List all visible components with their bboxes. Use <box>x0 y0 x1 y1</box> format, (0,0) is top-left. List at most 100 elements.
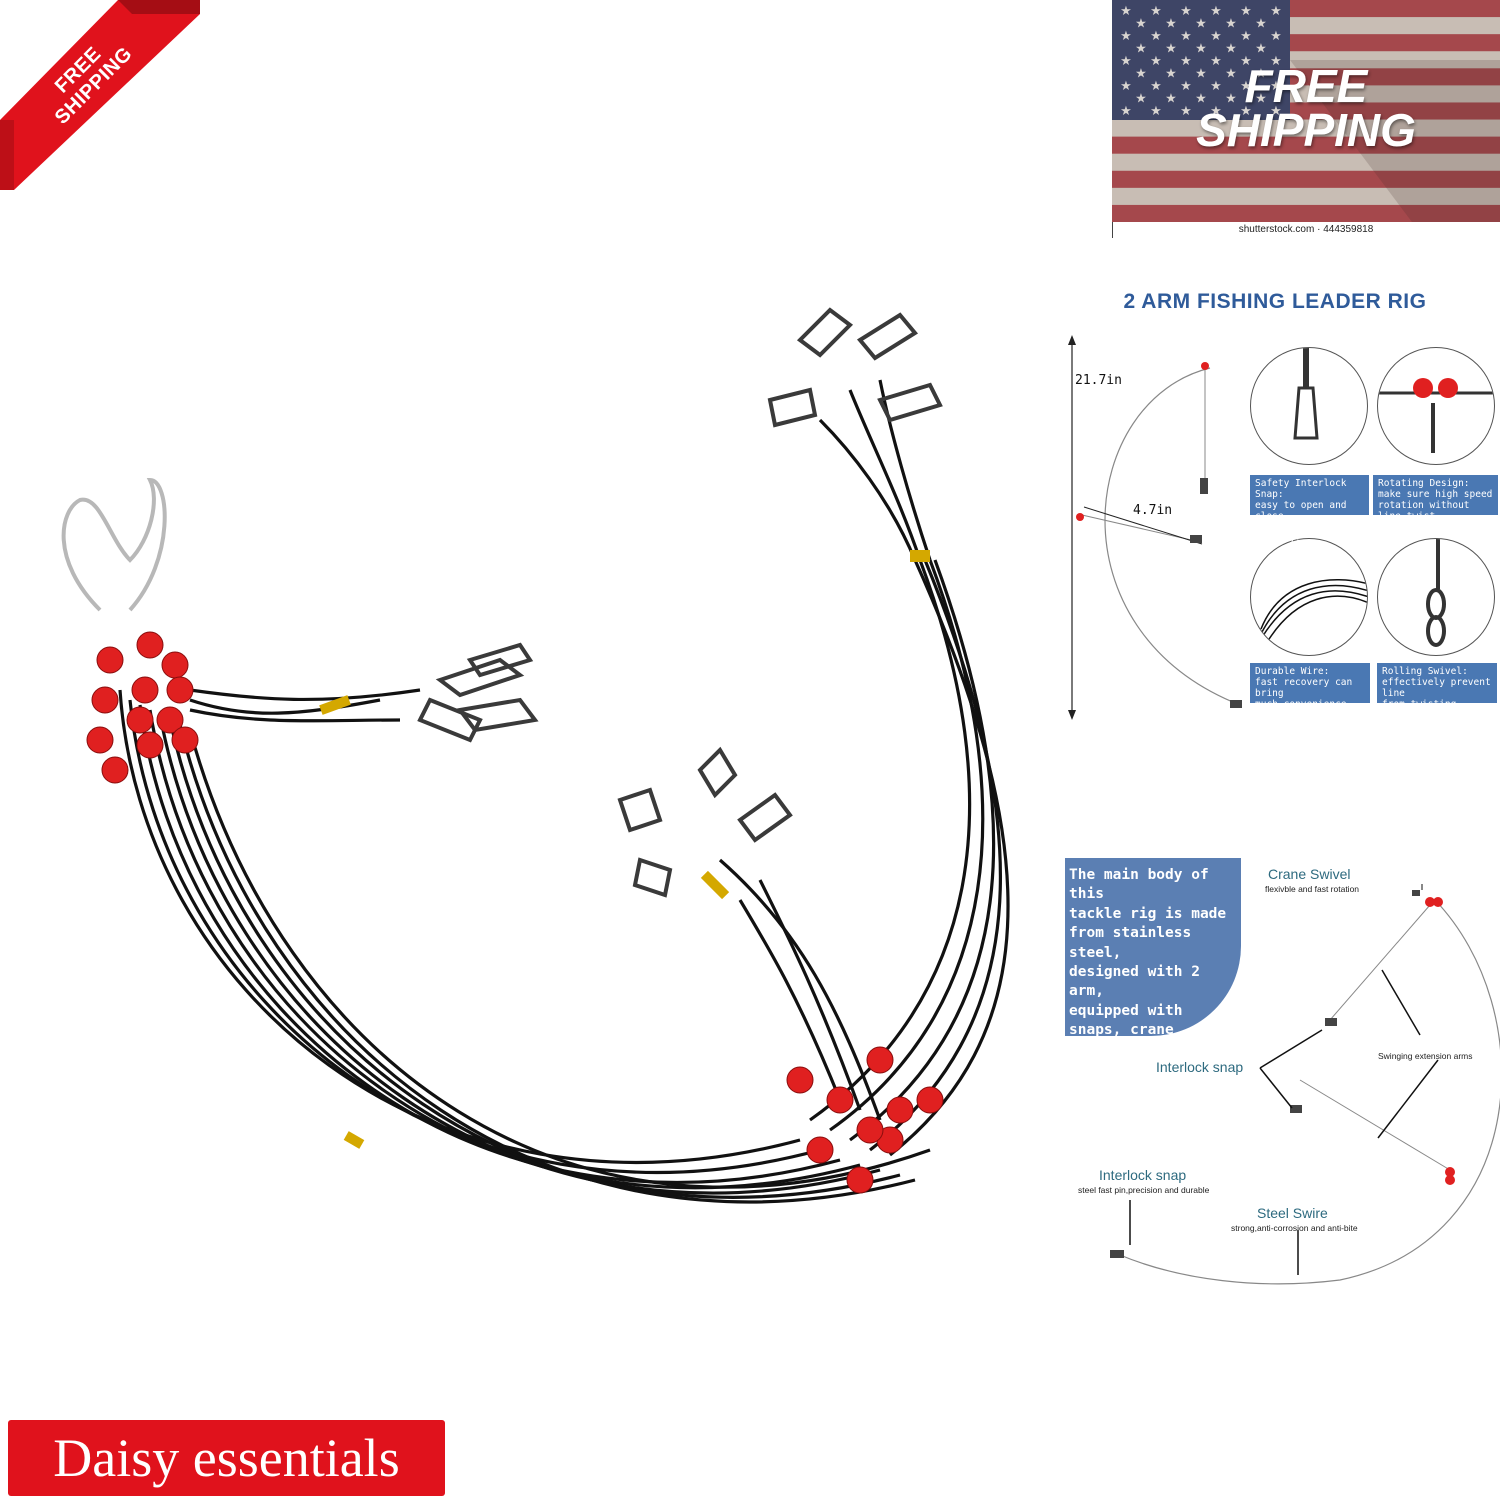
arm-dimension-label: 4.7in <box>1133 503 1173 518</box>
flag-star-icon: ★ <box>1180 29 1192 44</box>
steel-wire-sublabel: strong,anti-corrosion and anti-bite <box>1231 1223 1358 1233</box>
description-line: tackle rig is made <box>1069 905 1227 922</box>
caption-line: effectively prevent line <box>1382 677 1491 699</box>
caption-line: fast recovery can bring <box>1255 677 1353 699</box>
rig-parts-diagram <box>1110 884 1500 1285</box>
us-flag-banner: ★★★★★★★★★★★★★★★★★★★★★★★★★★★★★★★★★★★★★★★★… <box>1112 0 1500 222</box>
flag-star-icon: ★ <box>1210 79 1222 94</box>
brand-name: Daisy essentials <box>53 1428 400 1488</box>
detail-circle-snap <box>1250 347 1368 465</box>
crane-swivel-label: Crane Swivel <box>1268 866 1351 882</box>
flag-star-icon: ★ <box>1255 42 1267 57</box>
caption-line: Safety Interlock Snap: <box>1255 478 1347 500</box>
flag-star-icon: ★ <box>1165 67 1177 82</box>
us-flag-image: ★★★★★★★★★★★★★★★★★★★★★★★★★★★★★★★★★★★★★★★★… <box>1112 0 1500 222</box>
caption-line: Durable Wire: <box>1255 666 1330 677</box>
flag-star-icon: ★ <box>1180 79 1192 94</box>
flag-star-icon: ★ <box>1120 29 1132 44</box>
flag-stripe <box>1112 170 1500 188</box>
flag-star-icon: ★ <box>1120 104 1132 119</box>
feature-caption-wire: Durable Wire: fast recovery can bring mu… <box>1250 663 1370 710</box>
detail-circle-wire <box>1250 538 1368 656</box>
swinging-arms-label: Swinging extension arms <box>1378 1051 1473 1061</box>
description-line: red bead. <box>1069 1061 1148 1078</box>
flag-star-icon: ★ <box>1270 4 1282 19</box>
flag-star-icon: ★ <box>1135 42 1147 57</box>
flag-star-icon: ★ <box>1210 4 1222 19</box>
description-line: equipped with <box>1069 1002 1183 1019</box>
flag-star-icon: ★ <box>1195 42 1207 57</box>
caption-line: rotation without line twist. <box>1378 500 1470 522</box>
caption-line: make sure high speed <box>1378 489 1493 500</box>
description-line: designed with 2 arm, <box>1069 964 1200 1000</box>
free-shipping-ribbon <box>0 0 200 190</box>
description-line: snaps, crane <box>1069 1022 1174 1039</box>
flag-star-icon: ★ <box>1150 4 1162 19</box>
flag-star-icon: ★ <box>1135 92 1147 107</box>
flag-star-icon: ★ <box>1165 17 1177 32</box>
flag-star-icon: ★ <box>1180 104 1192 119</box>
flag-stripe <box>1112 204 1500 222</box>
flag-star-icon: ★ <box>1150 54 1162 69</box>
feature-caption-snap: Safety Interlock Snap: easy to open and … <box>1250 475 1369 544</box>
flag-stripe <box>1112 136 1500 154</box>
caption-line: much convenience <box>1255 699 1347 710</box>
flag-headline-line-2: SHIPPING <box>1196 104 1416 156</box>
flag-star-icon: ★ <box>1225 92 1237 107</box>
caption-line: from twisting. <box>1382 699 1463 710</box>
flag-star-icon: ★ <box>1165 92 1177 107</box>
description-line: from stainless steel, <box>1069 925 1192 961</box>
flag-star-icon: ★ <box>1150 79 1162 94</box>
flag-star-icon: ★ <box>1195 92 1207 107</box>
flag-star-icon: ★ <box>1180 4 1192 19</box>
flag-headline-line-1: FREE <box>1244 60 1368 112</box>
crane-swivel-sublabel: flexivble and fast rotation <box>1265 884 1360 894</box>
flag-star-icon: ★ <box>1210 54 1222 69</box>
flag-star-icon: ★ <box>1150 29 1162 44</box>
flag-star-icon: ★ <box>1180 54 1192 69</box>
flag-star-icon: ★ <box>1150 104 1162 119</box>
flag-star-icon: ★ <box>1165 42 1177 57</box>
flag-star-icon: ★ <box>1270 79 1282 94</box>
flag-star-icon: ★ <box>1240 104 1252 119</box>
length-dimension-label: 21.7in <box>1075 373 1122 388</box>
flag-star-icon: ★ <box>1225 42 1237 57</box>
rig-diagram-title: 2 ARM FISHING LEADER RIG <box>1123 290 1427 313</box>
flag-star-icon: ★ <box>1120 54 1132 69</box>
detail-circle-swivel <box>1377 538 1495 656</box>
flag-star-icon: ★ <box>1240 4 1252 19</box>
flag-star-icon: ★ <box>1240 54 1252 69</box>
flag-star-icon: ★ <box>1210 29 1222 44</box>
caption-line: Rotating Design: <box>1378 478 1470 489</box>
flag-divider <box>1112 222 1113 238</box>
flag-star-icon: ★ <box>1270 54 1282 69</box>
feature-caption-swivel: Rolling Swivel: effectively prevent line… <box>1377 663 1497 710</box>
flag-star-icon: ★ <box>1195 67 1207 82</box>
description-line: The main body of this <box>1069 867 1209 903</box>
caption-line: change lures quickly. <box>1255 522 1324 544</box>
flag-star-icon: ★ <box>1135 17 1147 32</box>
flag-headline: FREE SHIPPING <box>1112 60 1500 156</box>
flag-star-icon: ★ <box>1270 29 1282 44</box>
flag-star-icon: ★ <box>1240 79 1252 94</box>
flag-star-icon: ★ <box>1270 104 1282 119</box>
feature-caption-rotating: Rotating Design: make sure high speed ro… <box>1373 475 1498 522</box>
flag-star-icon: ★ <box>1240 29 1252 44</box>
flag-star-icon: ★ <box>1225 67 1237 82</box>
interlock-snap-sublabel-2: steel fast pin,precision and durable <box>1078 1185 1210 1195</box>
flag-star-icon: ★ <box>1255 17 1267 32</box>
interlock-snap-label-2: Interlock snap <box>1099 1167 1187 1183</box>
flag-star-icon: ★ <box>1120 4 1132 19</box>
product-photo-leader-rigs <box>61 307 1010 1204</box>
description-line: swivel and <box>1069 1041 1157 1058</box>
flag-star-icon: ★ <box>1255 92 1267 107</box>
caption-line: easy to open and close, <box>1255 500 1347 522</box>
detail-circle-beads <box>1377 347 1495 465</box>
brand-banner <box>8 1420 445 1496</box>
material-description-box: The main body of this tackle rig is made… <box>1065 858 1241 1077</box>
caption-line: Rolling Swivel: <box>1382 666 1468 677</box>
flag-star-icon: ★ <box>1195 17 1207 32</box>
flag-star-icon: ★ <box>1255 67 1267 82</box>
flag-star-icon: ★ <box>1135 67 1147 82</box>
rig-dimension-diagram <box>1068 335 1242 720</box>
